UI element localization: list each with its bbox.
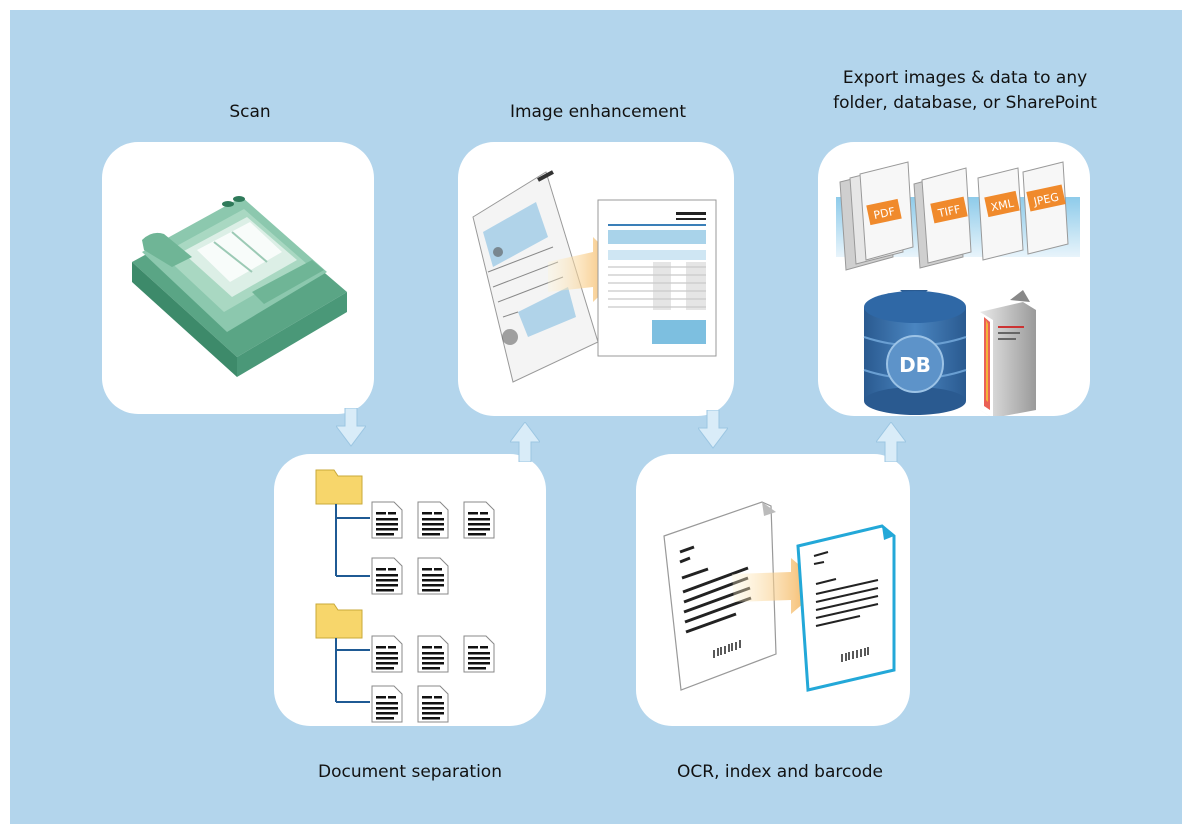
document-icon (417, 501, 449, 539)
step-label-export: Export images & data to any folder, data… (800, 66, 1130, 116)
arrow-up-separation-to-enhancement (510, 422, 540, 462)
ocr-card (636, 454, 910, 726)
folder-icon (315, 469, 363, 505)
document-icon (417, 557, 449, 595)
step-label-document-separation: Document separation (318, 762, 502, 782)
arrow-down-scan-to-separation (336, 408, 366, 447)
step-label-ocr: OCR, index and barcode (677, 762, 883, 782)
document-icon (417, 635, 449, 673)
export-card: PDF TIFF XML JPEG (818, 142, 1090, 416)
step-label-export-line2: folder, database, or SharePoint (833, 93, 1097, 113)
document-icon (371, 557, 403, 595)
document-icon (417, 685, 449, 723)
step-label-export-line1: Export images & data to any (842, 68, 1088, 88)
scan-card (102, 142, 374, 414)
clean-document-icon (597, 199, 717, 357)
document-icon (371, 501, 403, 539)
arrow-up-ocr-to-export (876, 422, 906, 462)
database-icon: DB (863, 291, 967, 415)
step-label-image-enhancement: Image enhancement (509, 102, 687, 122)
scanner-icon (132, 196, 347, 377)
indexed-document-icon (796, 524, 896, 692)
arrow-down-enhancement-to-ocr (698, 410, 728, 449)
diagram-canvas: Scan Image enhancement Export images & d… (10, 10, 1182, 824)
format-label-xml: XML (990, 197, 1016, 215)
folder-icon (315, 603, 363, 639)
format-label-pdf: PDF (872, 205, 896, 222)
pdf-file-icon: PDF (839, 161, 914, 271)
image-enhancement-card (458, 142, 734, 416)
document-icon (371, 635, 403, 673)
format-label-tiff: TIFF (936, 203, 962, 221)
skewed-document-icon (472, 170, 599, 383)
format-label-jpeg: JPEG (1032, 190, 1060, 208)
sharepoint-icon (980, 302, 1036, 416)
document-icon (371, 685, 403, 723)
tiff-file-icon: TIFF (913, 167, 972, 269)
document-icon (463, 635, 495, 673)
database-label: DB (899, 353, 931, 377)
jpeg-file-icon: JPEG (1022, 161, 1069, 255)
scanned-document-icon (663, 501, 777, 691)
step-label-scan: Scan (229, 102, 271, 122)
document-separation-card (274, 454, 546, 726)
xml-file-icon: XML (977, 167, 1024, 261)
document-icon (463, 501, 495, 539)
